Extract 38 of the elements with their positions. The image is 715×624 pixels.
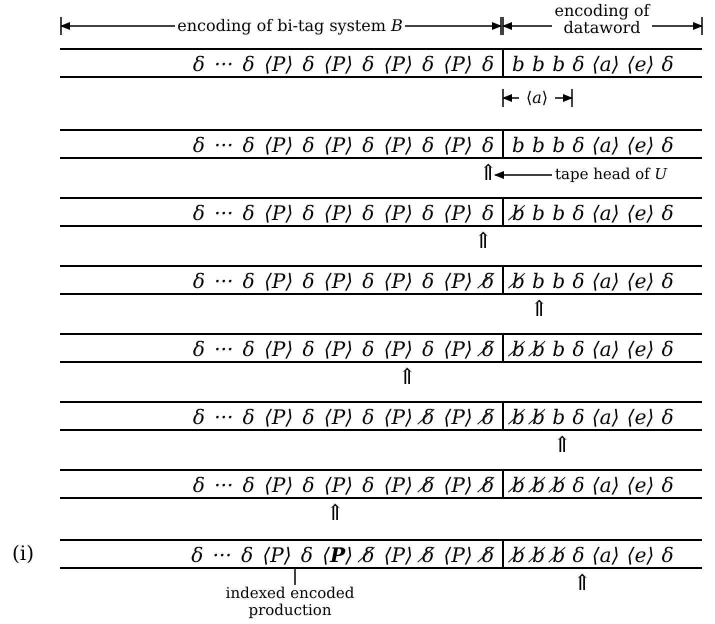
tape-symbols: δ ··· δ ⟨P⟩ δ ⟨P⟩ δ ⟨P⟩ δ̸ ⟨P⟩ δ̸ — [192, 405, 494, 429]
tape-symbols: δ ··· δ ⟨P⟩ δ ⟨P⟩ δ ⟨P⟩ δ ⟨P⟩ δ — [192, 52, 494, 76]
dataword-symbols: b b b δ ⟨a⟩ ⟨e⟩ δ — [502, 131, 674, 157]
tape — [60, 197, 702, 227]
tape-head-marker: ⇑ — [530, 299, 548, 321]
dataword-symbols: b̸ b̸ b δ ⟨a⟩ ⟨e⟩ δ — [502, 335, 674, 361]
annotation-text: tape head of U — [555, 166, 668, 183]
row-label: (i) — [12, 541, 34, 565]
tape — [60, 129, 702, 159]
tape — [60, 265, 702, 295]
tape-head-marker: ⇑ — [553, 435, 572, 457]
tape-symbols: δ ··· δ ⟨P⟩ δ ⟨P⟩ δ ⟨P⟩ δ ⟨P⟩ δ̸ — [192, 337, 494, 361]
dataword-symbols: b̸ b̸ b δ ⟨a⟩ ⟨e⟩ δ — [502, 403, 674, 429]
dimension-label: ⟨a⟩ — [519, 89, 555, 106]
tape — [60, 48, 702, 78]
tape-symbols: δ ··· δ ⟨P⟩ δ ⟨P⟩ δ ⟨P⟩ δ ⟨P⟩ δ̸ — [192, 269, 494, 293]
tape — [60, 469, 702, 499]
dataword-symbols: b b b δ ⟨a⟩ ⟨e⟩ δ — [502, 50, 674, 76]
dimension-label: encoding of dataword — [552, 2, 652, 36]
leader-line — [294, 569, 296, 585]
dataword-symbols: b̸ b b δ ⟨a⟩ ⟨e⟩ δ — [502, 267, 674, 293]
tape — [60, 333, 702, 363]
dataword-symbols: b̸ b̸ b̸ δ ⟨a⟩ ⟨e⟩ δ — [502, 471, 674, 497]
tape-head-marker: ⇑ — [573, 573, 592, 595]
tape-head-marker: ⇑ — [479, 163, 498, 185]
leader-arrow — [494, 171, 552, 179]
dataword-symbols: b̸ b̸ b̸ δ ⟨a⟩ ⟨e⟩ δ — [502, 541, 674, 567]
tape-symbols: δ ··· δ ⟨P⟩ δ ⟨P⟩ δ ⟨P⟩ δ ⟨P⟩ δ — [192, 201, 494, 225]
tape — [60, 401, 702, 431]
tape — [60, 539, 702, 569]
tape-symbols: δ ··· δ ⟨P⟩ δ ⟨P⟩ δ̸ ⟨P⟩ δ̸ ⟨P⟩ δ̸ — [191, 543, 494, 567]
dataword-symbols: b̸ b b δ ⟨a⟩ ⟨e⟩ δ — [502, 199, 674, 225]
tape-head-marker: ⇑ — [398, 367, 416, 389]
tape-head-marker: ⇑ — [474, 231, 492, 253]
tape-symbols: δ ··· δ ⟨P⟩ δ ⟨P⟩ δ ⟨P⟩ δ ⟨P⟩ δ — [192, 133, 494, 157]
tape-symbols: δ ··· δ ⟨P⟩ δ ⟨P⟩ δ ⟨P⟩ δ̸ ⟨P⟩ δ̸ — [192, 473, 494, 497]
dimension-label: encoding of bi-tag system B — [175, 17, 405, 34]
tape-head-marker: ⇑ — [326, 503, 344, 525]
